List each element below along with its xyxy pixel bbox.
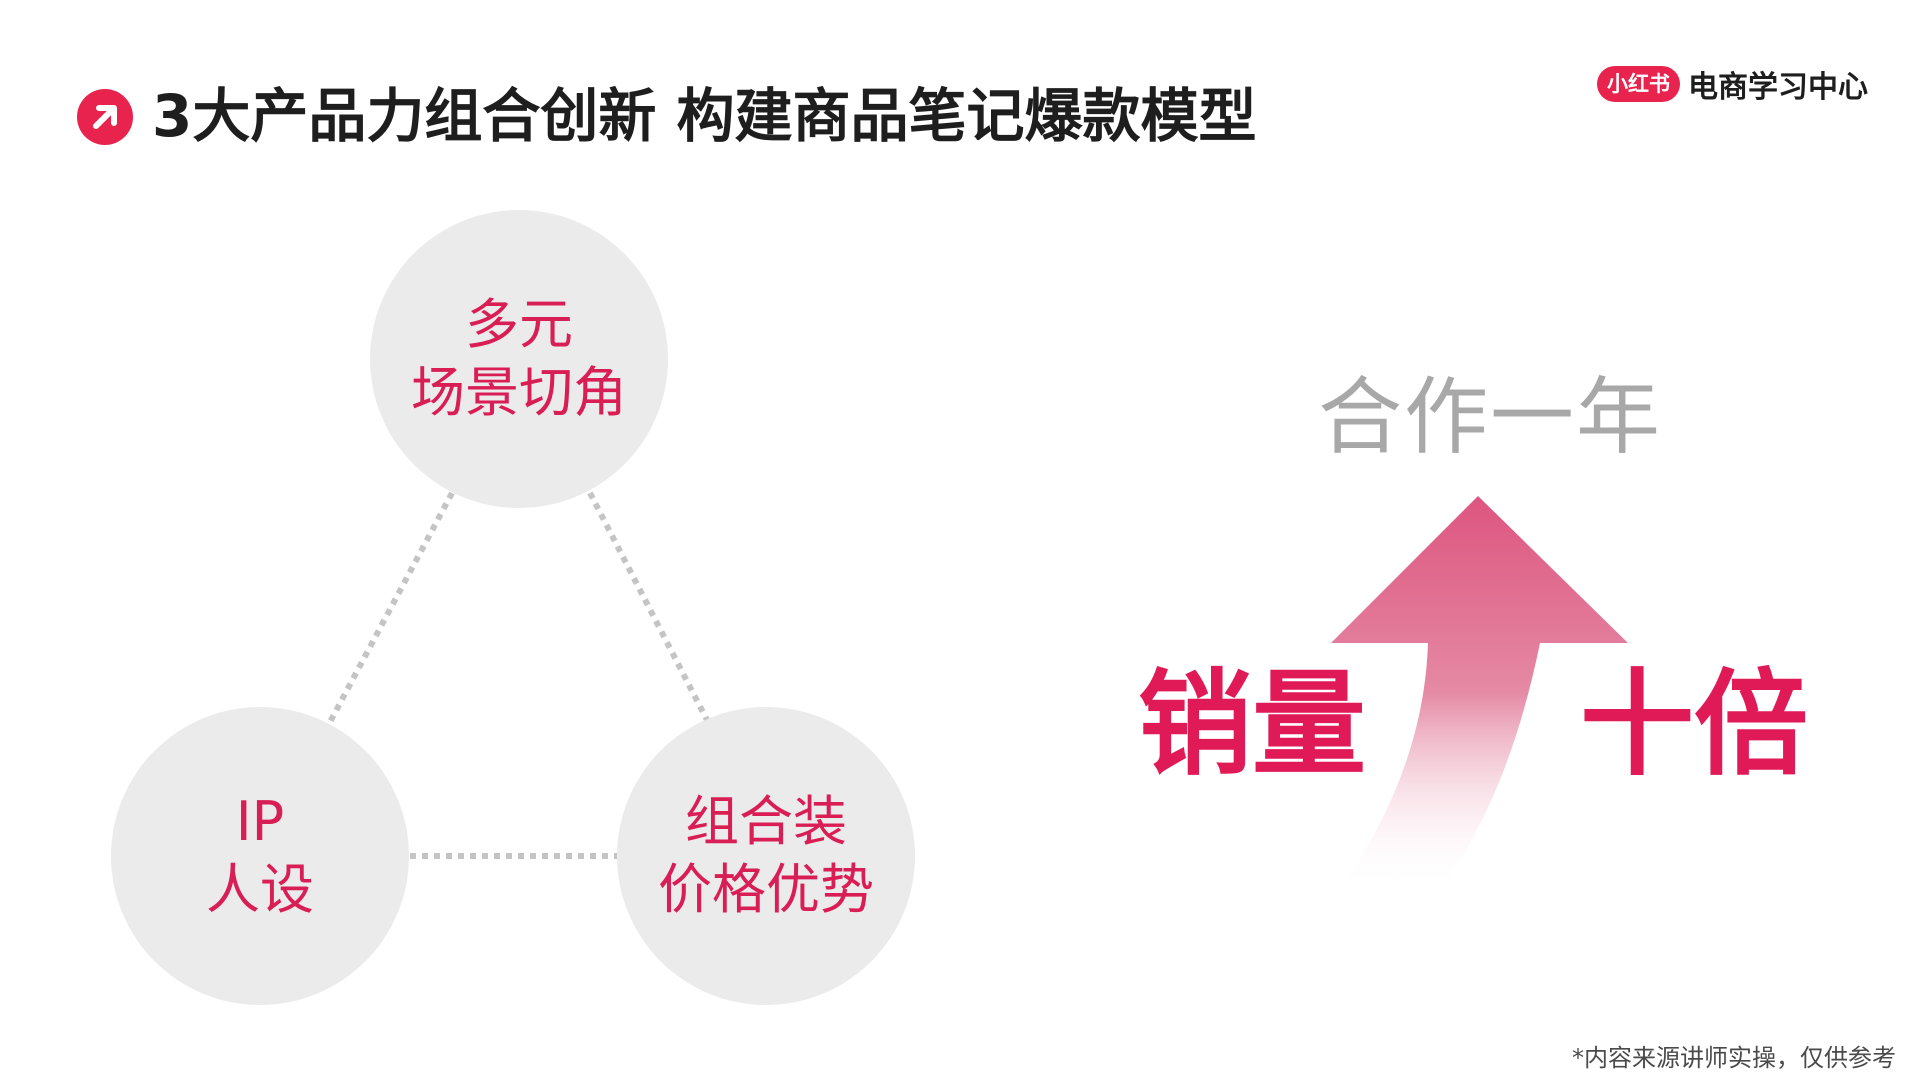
brand-badge: 小红书	[1597, 66, 1680, 102]
node-right-line2: 价格优势	[658, 858, 874, 921]
node-top-line1: 多元	[465, 293, 573, 356]
connector-top-left	[327, 491, 455, 724]
node-right-line1: 组合装	[685, 790, 847, 853]
footnote: *内容来源讲师实操，仅供参考	[1572, 1044, 1896, 1072]
page-title: 3大产品力组合创新 构建商品笔记爆款模型	[152, 82, 1257, 150]
node-scene-angles: 多元 场景切角	[370, 210, 668, 508]
brand-text: 电商学习中心	[1688, 70, 1868, 105]
tenfold-label: 十倍	[1580, 658, 1809, 791]
node-top-line2: 场景切角	[411, 361, 627, 424]
node-left-line1: IP	[235, 790, 285, 853]
brand-logo: 小红书 电商学习中心	[1597, 64, 1868, 105]
node-left-line2: 人设	[206, 858, 314, 921]
period-label: 合作一年	[1318, 368, 1663, 466]
node-bundle-price: 组合装 价格优势	[617, 707, 915, 1005]
sales-label: 销量	[1138, 658, 1367, 791]
arrow-up-right-icon	[77, 89, 133, 145]
node-ip-persona: IP 人设	[111, 707, 409, 1005]
